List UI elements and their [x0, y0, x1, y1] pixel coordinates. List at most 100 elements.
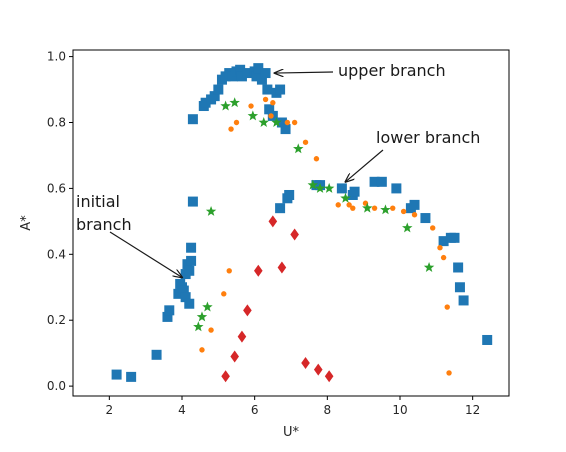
- series-circle: [199, 96, 452, 376]
- circle-point: [302, 139, 309, 145]
- y-tick-label: 0.0: [47, 379, 66, 393]
- circle-point: [284, 119, 291, 126]
- circle-point: [208, 327, 214, 333]
- square-point: [449, 232, 460, 243]
- circle-point: [262, 96, 269, 103]
- circle-point: [346, 202, 352, 208]
- square-point: [420, 213, 431, 224]
- square-point: [409, 199, 420, 210]
- circle-point: [335, 202, 341, 208]
- circle-point: [400, 208, 407, 215]
- annotation-lower-text: lower branch: [376, 128, 480, 147]
- square-point: [262, 84, 273, 95]
- square-point: [178, 285, 189, 296]
- square-point: [453, 262, 464, 273]
- square-point: [187, 114, 198, 125]
- star-point: [362, 202, 373, 213]
- x-tick-label: 2: [106, 403, 114, 417]
- square-point: [376, 176, 387, 187]
- square-point: [173, 288, 184, 299]
- square-point: [256, 74, 267, 85]
- square-point: [336, 183, 347, 194]
- square-point: [369, 176, 380, 187]
- star-point: [258, 117, 269, 127]
- star-point: [205, 205, 217, 216]
- square-point: [184, 298, 195, 309]
- diamond-point: [268, 215, 278, 228]
- square-point: [164, 305, 175, 316]
- star-point: [271, 117, 282, 127]
- square-point: [184, 265, 195, 276]
- star-point: [423, 261, 435, 272]
- star-point: [340, 192, 351, 203]
- circle-point: [444, 304, 450, 310]
- circle-point: [430, 225, 436, 231]
- square-point: [236, 71, 247, 82]
- circle-point: [233, 119, 240, 126]
- square-point: [162, 311, 173, 322]
- square-point: [186, 255, 197, 266]
- circle-point: [226, 268, 232, 274]
- square-point: [180, 292, 191, 303]
- y-tick-label: 0.8: [47, 115, 66, 129]
- square-point: [284, 189, 295, 200]
- square-point: [209, 91, 220, 102]
- star-point: [323, 182, 335, 193]
- circle-point: [248, 103, 254, 109]
- square-point: [213, 84, 224, 95]
- square-point: [151, 349, 162, 360]
- y-tick-label: 0.4: [47, 247, 66, 261]
- circle-point: [270, 100, 276, 106]
- star-point: [314, 182, 326, 193]
- circle-point: [291, 119, 298, 126]
- square-point: [482, 334, 493, 345]
- diamond-point: [221, 370, 230, 383]
- x-axis-label: U*: [283, 425, 300, 440]
- annotation-initial-text: initial: [76, 192, 120, 211]
- square-point: [275, 84, 286, 95]
- annotation-arrow: [109, 231, 182, 277]
- circle-point: [390, 205, 396, 211]
- circle-point: [228, 126, 234, 132]
- x-tick-label: 12: [465, 403, 480, 417]
- plot-frame: [72, 49, 510, 397]
- diamond-point: [301, 357, 310, 370]
- circle-point: [221, 291, 227, 297]
- circle-point: [440, 254, 447, 261]
- diamond-point: [230, 350, 239, 363]
- square-point: [242, 68, 253, 79]
- annotation-arrow: [346, 149, 384, 182]
- star-point: [247, 110, 259, 121]
- square-point: [126, 371, 137, 382]
- circle-point: [437, 245, 443, 251]
- diamond-point: [313, 363, 323, 376]
- star-point: [229, 97, 240, 108]
- square-point: [276, 117, 287, 128]
- square-point: [260, 68, 271, 79]
- square-point: [391, 183, 402, 194]
- diamond-point: [277, 261, 287, 274]
- star-point: [293, 143, 304, 154]
- series-square: [111, 63, 493, 382]
- diamond-point: [237, 330, 247, 343]
- square-point: [187, 196, 198, 207]
- star-point: [220, 100, 231, 111]
- circle-point: [268, 113, 274, 119]
- annotation-upper-text: upper branch: [338, 61, 446, 80]
- square-point: [111, 369, 122, 380]
- circle-point: [313, 156, 320, 162]
- diamond-point: [254, 264, 263, 277]
- x-tick-label: 10: [392, 403, 407, 417]
- x-tick-label: 8: [324, 403, 332, 417]
- square-point: [253, 63, 264, 74]
- star-point: [196, 311, 208, 322]
- y-tick-label: 0.2: [47, 313, 66, 327]
- square-point: [349, 186, 360, 197]
- square-point: [458, 295, 469, 306]
- series-diamond: [221, 215, 334, 383]
- data-marks: [111, 63, 493, 383]
- square-point: [264, 104, 275, 115]
